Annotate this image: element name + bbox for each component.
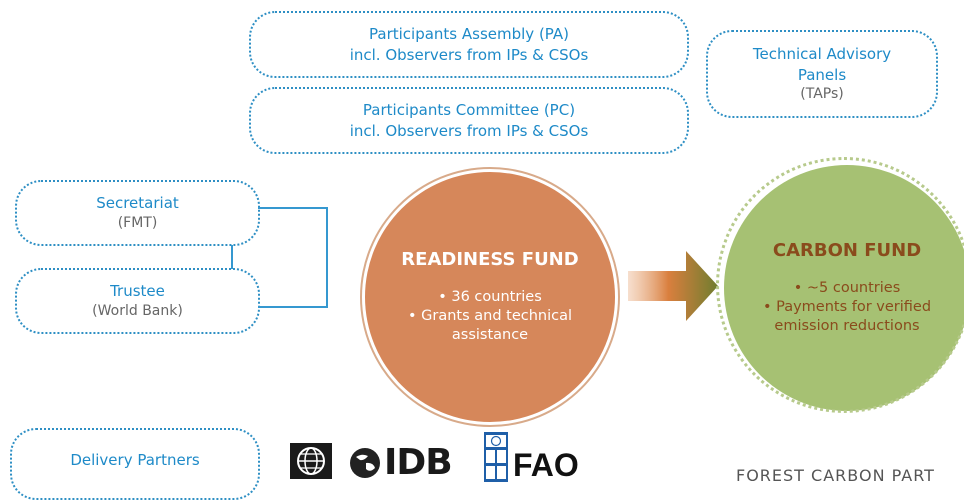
- idb-globe-icon: [350, 447, 380, 478]
- footer-title: FOREST CARBON PART: [736, 466, 935, 485]
- secretariat-box: Secretariat (FMT): [15, 180, 260, 246]
- world-bank-logo-icon: [290, 443, 332, 479]
- secretariat-label: Secretariat: [96, 194, 179, 213]
- secretariat-sub: (FMT): [117, 214, 158, 231]
- tap-title-2: Panels: [797, 65, 847, 84]
- technical-advisory-panels-box: Technical Advisory Panels (TAPs): [706, 30, 938, 118]
- pc-observers: incl. Observers from IPs & CSOs: [349, 121, 589, 140]
- trustee-sub: (World Bank): [92, 302, 183, 319]
- readiness-fund-title: READINESS FUND: [401, 249, 579, 271]
- delivery-partners-label: Delivery Partners: [70, 450, 200, 469]
- connector-stub: [231, 245, 233, 269]
- idb-wordmark: IDB: [384, 442, 453, 483]
- connector-trustee: [258, 306, 328, 308]
- fao-logo: FAO: [513, 447, 579, 483]
- pc-title: Participants Committee (PC): [362, 101, 576, 120]
- trustee-label: Trustee: [110, 282, 165, 301]
- participants-assembly-box: Participants Assembly (PA) incl. Observe…: [249, 11, 689, 78]
- tap-abbrev: (TAPs): [800, 85, 844, 102]
- pa-title: Participants Assembly (PA): [369, 25, 569, 44]
- undp-logo-icon: [484, 432, 508, 482]
- readiness-item-grants: • Grants and technical: [407, 308, 573, 325]
- connector-secretariat: [258, 207, 328, 209]
- pa-observers: incl. Observers from IPs & CSOs: [349, 45, 589, 64]
- trustee-box: Trustee (World Bank): [15, 268, 260, 334]
- readiness-item-assistance: assistance: [451, 326, 529, 343]
- delivery-partners-box: Delivery Partners: [10, 428, 260, 500]
- readiness-item-countries: • 36 countries: [438, 289, 542, 306]
- carbon-fund-dotted-ring: [716, 157, 964, 413]
- readiness-fund-circle: READINESS FUND • 36 countries • Grants a…: [365, 172, 615, 422]
- connector-vertical: [326, 207, 328, 308]
- participants-committee-box: Participants Committee (PC) incl. Observ…: [249, 87, 689, 154]
- flow-arrow-icon: [628, 251, 718, 321]
- idb-logo: IDB: [348, 442, 453, 483]
- tap-title: Technical Advisory: [752, 45, 892, 64]
